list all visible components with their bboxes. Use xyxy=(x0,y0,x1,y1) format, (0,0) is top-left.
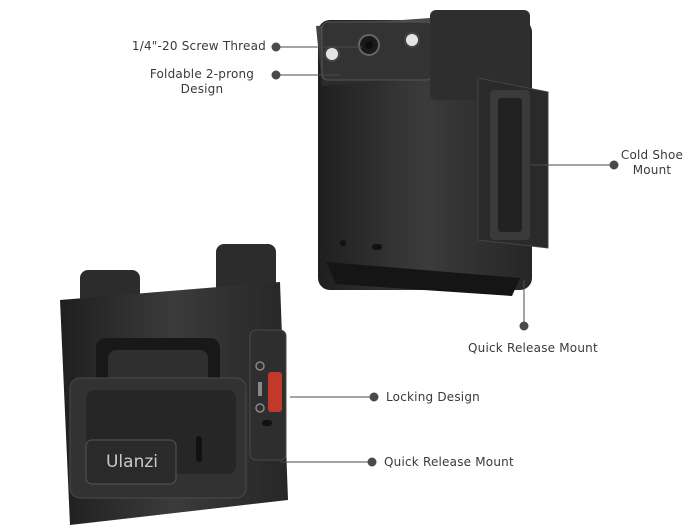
callout-foldable-design: Foldable 2-prong Design xyxy=(138,67,266,97)
callout-cold-shoe-line2: Mount xyxy=(632,163,672,177)
callout-cold-shoe-mount: Cold Shoe Mount xyxy=(612,148,692,178)
lock-icon xyxy=(255,403,265,413)
callout-cold-shoe-line1: Cold Shoe xyxy=(620,148,684,162)
callout-screw-thread: 1/4"-20 Screw Thread xyxy=(131,39,266,53)
callout-locking-design: Locking Design xyxy=(386,390,480,404)
callout-lines xyxy=(271,42,619,467)
lower-mount xyxy=(60,244,288,525)
brand-plate xyxy=(85,439,177,485)
upper-mount xyxy=(316,10,549,296)
callout-foldable-line1: Foldable 2-prong xyxy=(149,67,255,81)
lock-switch-icon xyxy=(268,372,282,412)
callout-foldable-line2: Design xyxy=(180,82,224,96)
callout-quick-release-bottom: Quick Release Mount xyxy=(384,455,514,469)
brand-logo: Ulanzi xyxy=(105,452,158,472)
unlock-icon xyxy=(255,361,265,371)
callout-quick-release-top: Quick Release Mount xyxy=(468,341,598,355)
bottom-opening xyxy=(326,262,520,296)
